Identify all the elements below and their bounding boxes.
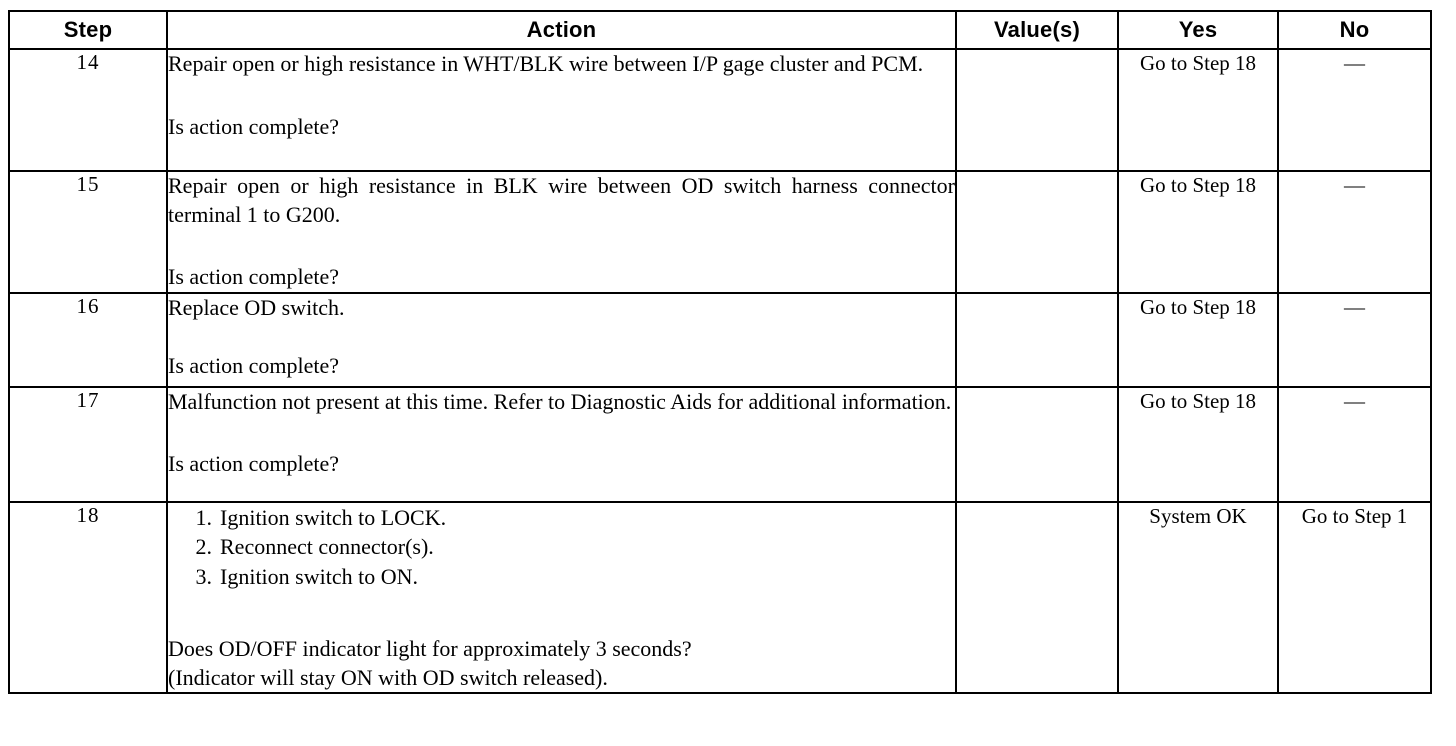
action-question: Is action complete? [168,113,340,139]
yes-result: Go to Step 18 [1117,170,1279,294]
list-item-label: Ignition switch to ON. [220,563,418,589]
step-number: 18 [8,500,168,695]
list-item: 2. Reconnect connector(s). [196,532,955,561]
column-header-step: Step [8,10,168,50]
action-question: Is action complete? [168,451,340,477]
table-row: 17 Malfunction not present at this time.… [8,385,1432,503]
no-result: — [1277,385,1432,503]
step-number: 16 [8,291,168,388]
no-result: — [1277,48,1432,172]
action-question: Is action complete? [168,264,340,290]
no-result: — [1277,170,1432,294]
action-text: Replace OD switch. [168,294,345,320]
step-number: 15 [8,170,168,294]
action-text: Malfunction not present at this time. Re… [168,388,952,414]
value-cell [955,170,1119,294]
table-row: 14 Repair open or high resistance in WHT… [8,48,1432,172]
table-body: 14 Repair open or high resistance in WHT… [8,48,1432,695]
column-header-action: Action [166,10,957,50]
no-result: — [1277,291,1432,388]
action-cell: Malfunction not present at this time. Re… [166,385,957,503]
value-cell [955,385,1119,503]
list-item-number: 3. [195,563,213,589]
table-row: 18 1. Ignition switch to LOCK. 2. Reconn… [8,500,1432,695]
action-step-list: 1. Ignition switch to LOCK. 2. Reconnect… [168,503,955,591]
list-item-label: Reconnect connector(s). [220,534,434,560]
spacer [168,322,955,352]
step-number: 17 [8,385,168,503]
list-item: 1. Ignition switch to LOCK. [196,503,955,532]
value-cell [955,48,1119,172]
spacer [168,591,955,635]
action-cell: Replace OD switch. Is action complete? [166,291,957,388]
yes-result: Go to Step 18 [1117,385,1279,503]
column-header-yes: Yes [1117,10,1279,50]
no-result: Go to Step 1 [1277,500,1432,695]
action-question-line-1: Does OD/OFF indicator light for approxim… [168,636,692,662]
step-number: 14 [8,48,168,172]
diagnostic-table: Step Action Value(s) Yes No 14 Repair op… [8,10,1432,695]
yes-result: Go to Step 18 [1117,48,1279,172]
spacer [168,416,955,450]
table-header: Step Action Value(s) Yes No [8,10,1432,50]
yes-result: Go to Step 18 [1117,291,1279,388]
value-cell [955,500,1119,695]
value-cell [955,291,1119,388]
action-cell: Repair open or high resistance in BLK wi… [166,170,957,294]
column-header-values: Value(s) [955,10,1119,50]
action-question-line-2: (Indicator will stay ON with OD switch r… [168,664,608,690]
column-header-no: No [1277,10,1432,50]
yes-result: System OK [1117,500,1279,695]
list-item-label: Ignition switch to LOCK. [220,504,447,530]
table-row: 16 Replace OD switch. Is action complete… [8,291,1432,388]
list-item-number: 1. [195,504,213,530]
spacer [168,229,955,263]
list-item: 3. Ignition switch to ON. [196,562,955,591]
action-cell: 1. Ignition switch to LOCK. 2. Reconnect… [166,500,957,695]
table-row: 15 Repair open or high resistance in BLK… [8,170,1432,294]
action-text: Repair open or high resistance in BLK wi… [168,173,955,227]
spacer [168,79,955,113]
action-question: Is action complete? [168,353,340,379]
action-cell: Repair open or high resistance in WHT/BL… [166,48,957,172]
action-text: Repair open or high resistance in WHT/BL… [168,51,924,76]
list-item-number: 2. [195,534,213,560]
header-row: Step Action Value(s) Yes No [8,10,1432,50]
